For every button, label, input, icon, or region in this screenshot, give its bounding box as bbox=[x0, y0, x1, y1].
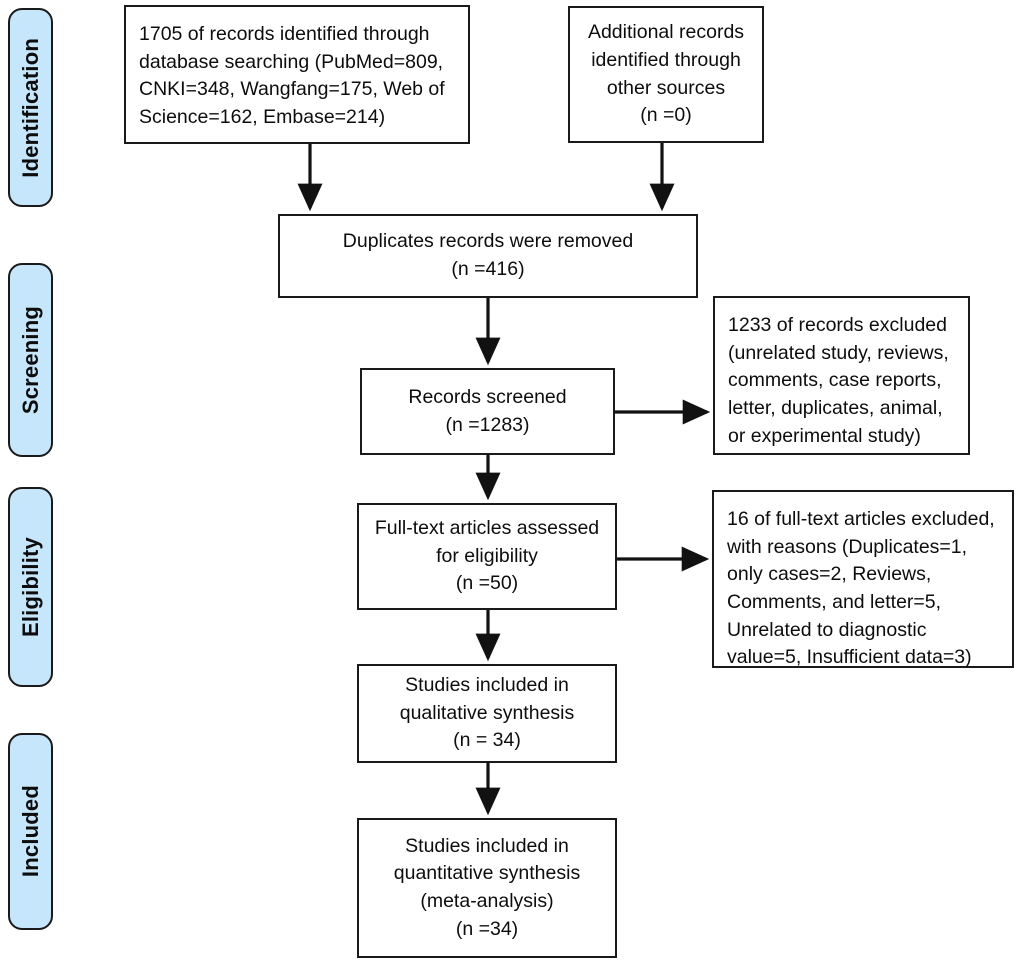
box-fulltext-excluded: 16 of full-text articles excluded, with … bbox=[712, 490, 1014, 668]
box-identification-database: 1705 of records identified through datab… bbox=[124, 5, 470, 144]
box-records-screened: Records screened (n =1283) bbox=[360, 368, 615, 455]
box-duplicates-removed: Duplicates records were removed (n =416) bbox=[278, 214, 698, 298]
stage-pill-eligibility: Eligibility bbox=[8, 487, 53, 687]
box-identification-other-sources-text: Additional records identified through ot… bbox=[587, 21, 745, 127]
box-identification-other-sources: Additional records identified through ot… bbox=[568, 6, 764, 143]
box-qualitative-synthesis-text: Studies included in qualitative synthesi… bbox=[399, 673, 575, 752]
box-quantitative-synthesis: Studies included in quantitative synthes… bbox=[357, 818, 617, 958]
box-identification-database-text: 1705 of records identified through datab… bbox=[139, 23, 445, 129]
stage-pill-included: Included bbox=[8, 733, 53, 930]
box-quantitative-synthesis-text: Studies included in quantitative synthes… bbox=[393, 834, 581, 940]
box-fulltext-assessed: Full-text articles assessed for eligibil… bbox=[357, 503, 617, 610]
box-records-excluded-text: 1233 of records excluded (unrelated stud… bbox=[728, 314, 949, 447]
box-records-excluded: 1233 of records excluded (unrelated stud… bbox=[713, 296, 970, 455]
stage-label-eligibility: Eligibility bbox=[17, 537, 43, 637]
box-fulltext-assessed-text: Full-text articles assessed for eligibil… bbox=[374, 516, 600, 595]
stage-label-included: Included bbox=[17, 785, 43, 878]
box-records-screened-text: Records screened (n =1283) bbox=[408, 385, 567, 436]
stage-pill-identification: Identification bbox=[8, 8, 53, 207]
box-duplicates-removed-text: Duplicates records were removed (n =416) bbox=[342, 230, 634, 280]
box-fulltext-excluded-text: 16 of full-text articles excluded, with … bbox=[727, 508, 995, 669]
stage-label-screening: Screening bbox=[17, 305, 43, 415]
stage-label-identification: Identification bbox=[17, 37, 43, 178]
box-qualitative-synthesis: Studies included in qualitative synthesi… bbox=[357, 664, 617, 763]
stage-pill-screening: Screening bbox=[8, 263, 53, 457]
